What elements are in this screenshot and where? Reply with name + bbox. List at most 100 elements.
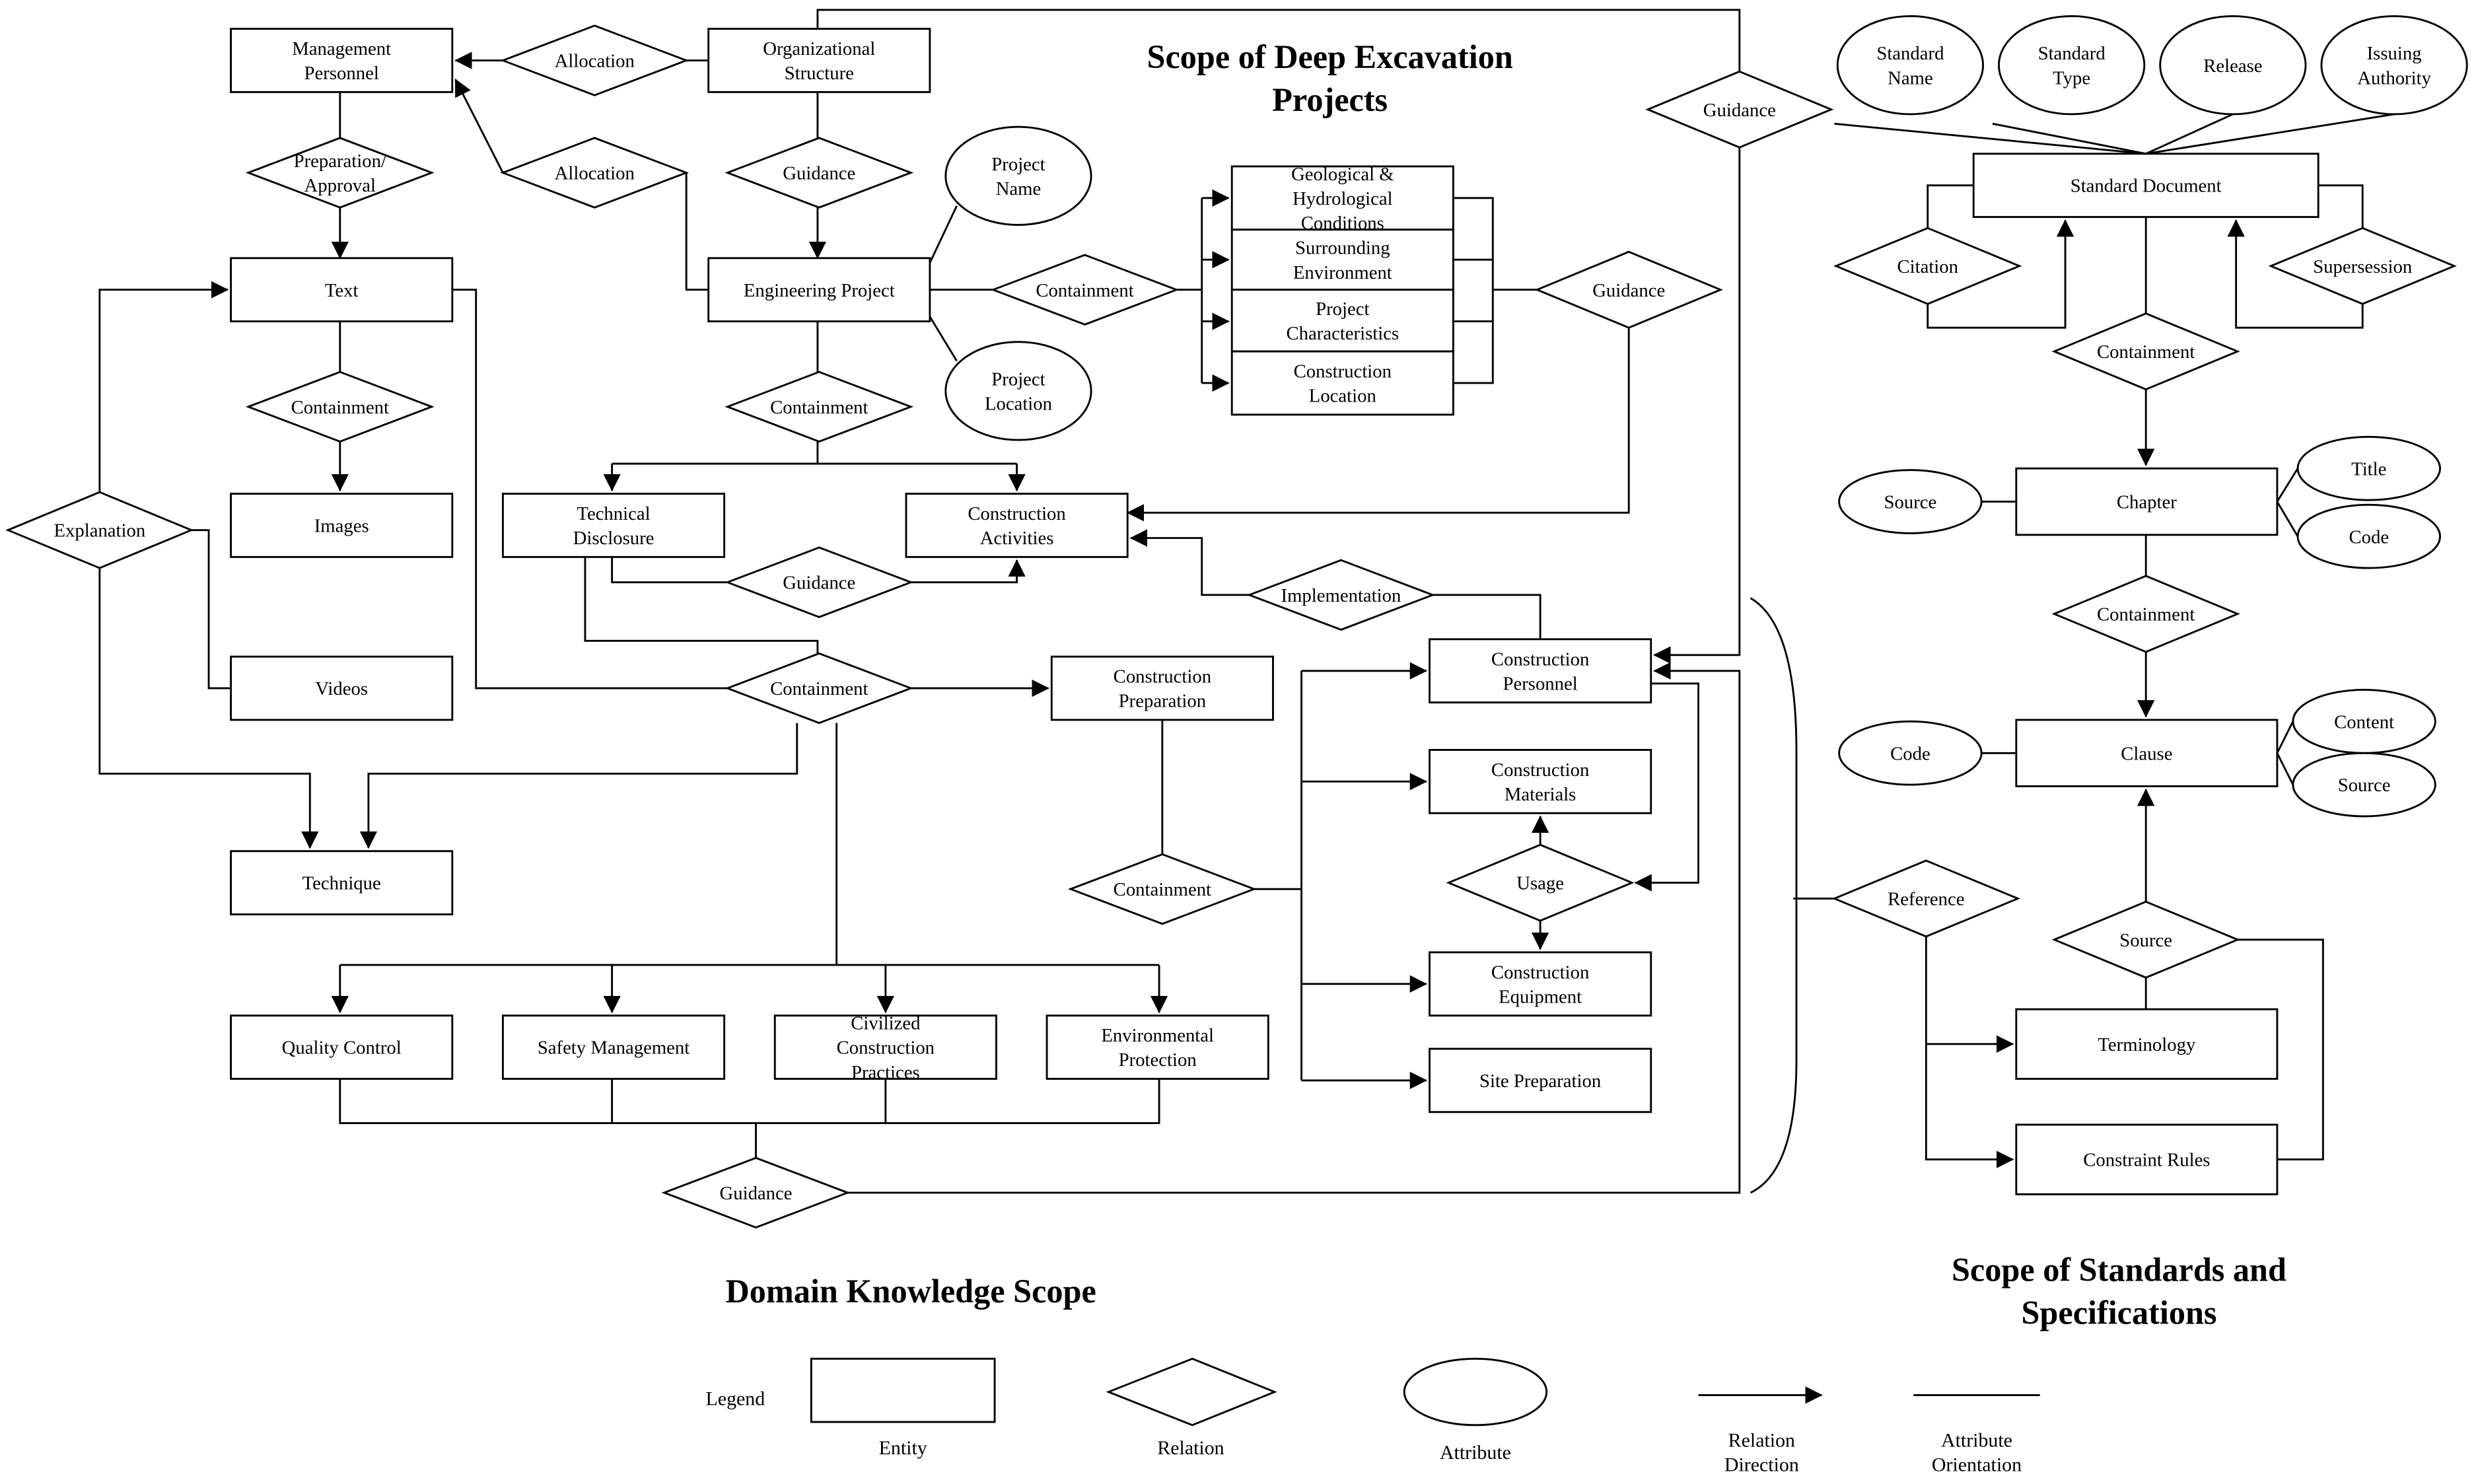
relation-diamond: [1833, 227, 2022, 305]
relation-label: Guidance: [719, 1183, 792, 1204]
entity-label: Standard Document: [2071, 176, 2222, 197]
attribute-ellipse: [2159, 15, 2307, 116]
relation-label: Containment: [1036, 280, 1133, 301]
relation-explanation: Explanation: [5, 491, 194, 569]
relation-label: Source: [2119, 930, 2172, 951]
relation-label: Containment: [770, 397, 868, 418]
relation-diamond: [2051, 575, 2240, 653]
relation-diamond: [990, 254, 1180, 326]
entity-box: [1429, 951, 1652, 1017]
attribute-label: Release: [2203, 55, 2262, 77]
connector-83: [2238, 938, 2324, 1161]
relation-guidance-bottom: Guidance: [661, 1156, 851, 1229]
entity-label: Quality Control: [282, 1038, 402, 1059]
relation-label: Containment: [291, 397, 389, 418]
entity-label: Text: [325, 280, 359, 301]
legend-attribute-label: Attribute: [1440, 1442, 1511, 1464]
connector-80: [2276, 752, 2294, 785]
relation-diamond: [1067, 853, 1257, 925]
attribute-ellipse: [1838, 720, 1983, 786]
relation-allocation-1: Allocation: [500, 24, 690, 96]
relation-guidance-disclosure: Guidance: [725, 546, 914, 618]
connector-69: [2318, 184, 2364, 229]
connector-8: [816, 9, 1741, 72]
connector-51: [1433, 594, 1541, 639]
entity-standard-document: Standard Document: [1972, 153, 2319, 219]
relation-diamond: [245, 371, 435, 443]
entity-box: [1972, 153, 2319, 219]
relation-diamond: [500, 24, 690, 96]
entity-images: Images: [230, 493, 454, 558]
connector-31: [98, 281, 229, 493]
attribute-label: Source: [2338, 775, 2391, 796]
attribute-ellipse: [2292, 752, 2436, 818]
relation-allocation-2: Allocation: [500, 137, 690, 209]
connector-79: [2276, 721, 2294, 754]
connector-74: [2276, 468, 2299, 503]
entity-box: [501, 493, 726, 558]
connector-66: [2145, 113, 2395, 155]
connector-63: [1834, 122, 2146, 155]
entity-box: [230, 1014, 454, 1080]
relation-label: Explanation: [53, 520, 145, 542]
entity-box: [230, 655, 454, 721]
relation-containment-chapter: Containment: [2051, 575, 2240, 653]
entity-label: Chapter: [2117, 492, 2177, 513]
relation-label: Containment: [1114, 879, 1211, 900]
legend-attribute-ellipse: [1403, 1357, 1548, 1427]
attribute-clause-content: Content: [2292, 689, 2436, 754]
relation-diamond: [2051, 900, 2240, 979]
attribute-label: Code: [2349, 526, 2389, 548]
attribute-ellipse: [2296, 435, 2441, 501]
connector-84: [1925, 936, 2014, 1168]
relation-diamond: [245, 137, 435, 209]
relation-containment-engineering: Containment: [725, 371, 914, 443]
relation-containment-middle: Containment: [725, 652, 914, 724]
relation-supersession: Supersession: [2268, 227, 2457, 305]
relation-label: Preparation/Approval: [294, 151, 386, 196]
entity-box: [2015, 1008, 2279, 1080]
attribute-ellipse: [944, 341, 1092, 441]
attribute-ellipse: [1838, 469, 1983, 534]
title-domain-knowledge: Domain Knowledge Scope: [726, 1273, 1096, 1310]
entity-box: [1050, 655, 1274, 721]
relation-implementation: Implementation: [1246, 559, 1436, 631]
attribute-chapter-title: Title: [2296, 435, 2441, 501]
scope-bracket: [1750, 597, 1798, 1194]
relation-containment-document: Containment: [2051, 312, 2240, 391]
relation-diamond: [500, 137, 690, 209]
attribute-ellipse: [2296, 503, 2441, 569]
legend-entity-box: [810, 1357, 996, 1423]
relation-diamond: [1246, 559, 1436, 631]
relation-label: Containment: [2097, 341, 2195, 363]
entity-box: [230, 493, 454, 558]
relation-diamond: [1446, 843, 1635, 922]
entity-box: [1230, 289, 1454, 353]
relation-usage: Usage: [1446, 843, 1635, 922]
entity-box: [707, 257, 931, 323]
connector-64: [1992, 122, 2146, 155]
entity-label: Videos: [315, 678, 368, 699]
